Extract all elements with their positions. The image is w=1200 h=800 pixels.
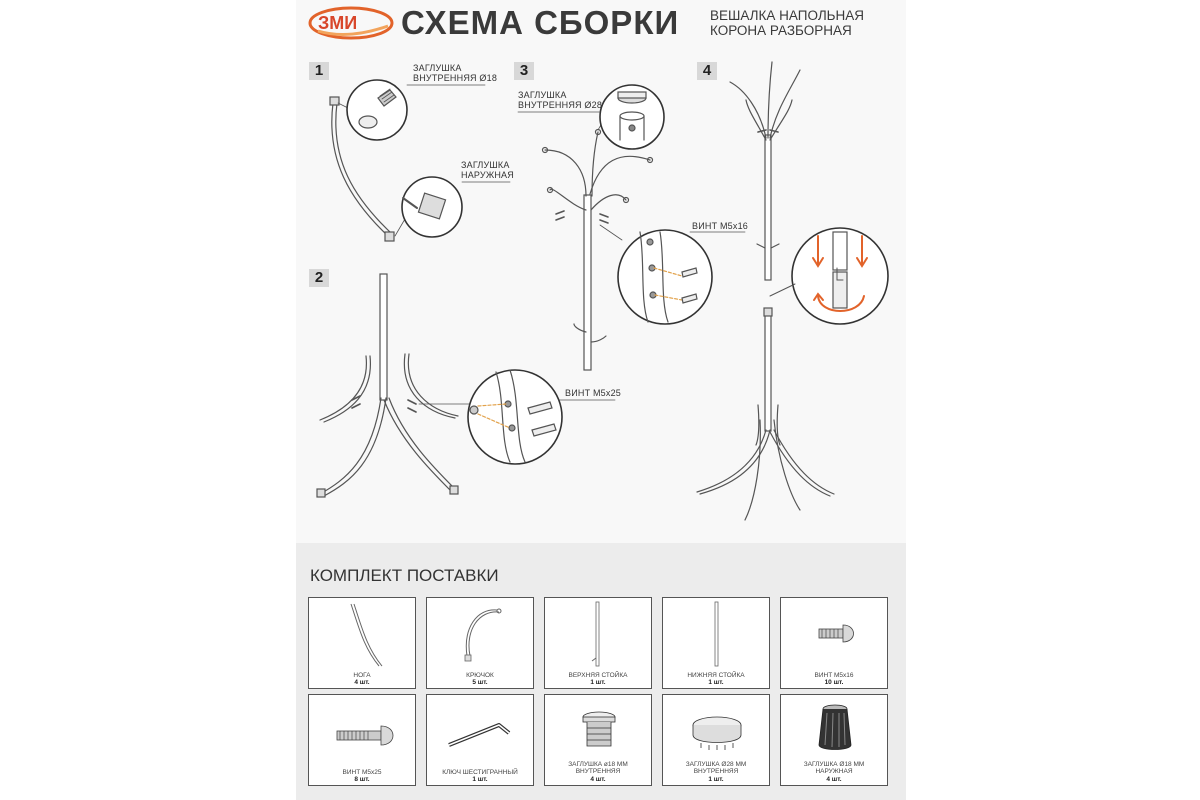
kit-item-qty: 4 шт. (826, 776, 842, 783)
kit-item-qty: 5 шт. (472, 679, 488, 686)
step-2-badge: 2 (309, 269, 329, 287)
brand-logo: ЗМИ (308, 6, 394, 40)
kit-item-inner-plug-28: ЗАГЛУШКА Ø28 ММ ВНУТРЕННЯЯ 1 шт. (662, 694, 770, 786)
assembly-diagram (316, 61, 889, 521)
step1-inner-plug-label-b: ВНУТРЕННЯЯ Ø18 (413, 73, 498, 83)
step2-screw-label: ВИНТ M5х25 (565, 388, 621, 398)
kit-item-qty: 10 шт. (824, 679, 844, 686)
step3-plug-label-a: ЗАГЛУШКА (518, 90, 567, 100)
kit-item-upper-post: ВЕРХНЯЯ СТОЙКА 1 шт. (544, 597, 652, 689)
kit-title: КОМПЛЕКТ ПОСТАВКИ (310, 566, 499, 585)
kit-item-name-2: ВНУТРЕННЯЯ (575, 768, 621, 775)
kit-item-name: НИЖНЯЯ СТОЙКА (687, 672, 745, 679)
kit-item-screw-m5x25: ВИНТ M5х25 8 шт. (308, 694, 416, 786)
kit-item-name: ВЕРХНЯЯ СТОЙКА (568, 672, 628, 679)
kit-item-hook: КРЮЧОК 5 шт. (426, 597, 534, 689)
kit-item-name: ВИНТ M5х25 (342, 769, 382, 776)
kit-item-qty: 4 шт. (354, 679, 370, 686)
step-3-badge: 3 (514, 62, 534, 80)
step-4-badge: 4 (697, 62, 717, 80)
step3-plug-label-b: ВНУТРЕННЯЯ Ø28 (518, 100, 603, 110)
kit-item-leg: НОГА 4 шт. (308, 597, 416, 689)
kit-item-screw-m5x16: ВИНТ M5х16 10 шт. (780, 597, 888, 689)
kit-item-qty: 1 шт. (590, 679, 606, 686)
kit-item-name: ВИНТ M5х16 (814, 672, 854, 679)
kit-item-qty: 1 шт. (708, 776, 724, 783)
kit-item-name: ЗАГЛУШКА Ø18 ММ (803, 761, 865, 768)
kit-item-name: КЛЮЧ ШЕСТИГРАННЫЙ (442, 769, 518, 776)
page-subtitle: ВЕШАЛКА НАПОЛЬНАЯ КОРОНА РАЗБОРНАЯ (710, 8, 864, 38)
hook-icon (464, 608, 502, 662)
kit-item-name: НОГА (353, 672, 371, 679)
step4-assembly-drawing (696, 61, 835, 521)
step3-screw-label: ВИНТ M5х16 (692, 221, 748, 231)
step3-inner-plug-callout (517, 84, 665, 150)
kit-item-name: КРЮЧОК (466, 672, 494, 679)
page-title: СХЕМА СБОРКИ (401, 4, 680, 41)
step-1-badge: 1 (309, 62, 329, 80)
kit-item-name-2: НАРУЖНАЯ (815, 768, 853, 775)
logo-text: ЗМИ (318, 13, 357, 33)
kit-item-qty: 4 шт. (590, 776, 606, 783)
kit-item-hex-key: КЛЮЧ ШЕСТИГРАННЫЙ 1 шт. (426, 694, 534, 786)
step3-screw-callout (617, 229, 746, 325)
step3-upper-post-drawing (541, 117, 654, 371)
lower-post-icon (714, 601, 719, 667)
step1-outer-plug-label-a: ЗАГЛУШКА (461, 160, 510, 170)
step1-outer-plug-callout (401, 176, 511, 238)
kit-item-outer-plug-18: ЗАГЛУШКА Ø18 ММ НАРУЖНАЯ 4 шт. (780, 694, 888, 786)
step4-twist-callout (769, 227, 889, 325)
upper-post-icon (591, 601, 600, 667)
step2-base-drawing (316, 273, 471, 498)
kit-item-qty: 1 шт. (708, 679, 724, 686)
leg-icon (350, 603, 383, 667)
kit-item-name-2: ВНУТРЕННЯЯ (693, 768, 739, 775)
inner-plug-28-icon (692, 716, 742, 750)
step2-screw-callout (467, 369, 616, 465)
subtitle-line-1: ВЕШАЛКА НАПОЛЬНАЯ (710, 8, 865, 23)
kit-item-lower-post: НИЖНЯЯ СТОЙКА 1 шт. (662, 597, 770, 689)
kit-item-qty: 8 шт. (354, 776, 370, 783)
step1-outer-plug-label-b: НАРУЖНАЯ (461, 170, 514, 180)
subtitle-line-2: КОРОНА РАЗБОРНАЯ (710, 23, 852, 38)
step1-inner-plug-callout (346, 79, 486, 141)
kit-item-inner-plug-18: ЗАГЛУШКА ø18 ММ ВНУТРЕННЯЯ 4 шт. (544, 694, 652, 786)
kit-item-name: ЗАГЛУШКА Ø28 ММ (685, 761, 747, 768)
short-screw-icon (818, 624, 854, 643)
kit-item-qty: 1 шт. (472, 776, 488, 783)
long-screw-icon (336, 725, 394, 746)
outer-plug-18-icon (818, 704, 852, 750)
kit-item-name: ЗАГЛУШКА ø18 ММ (568, 761, 628, 768)
step1-inner-plug-label-a: ЗАГЛУШКА (413, 63, 462, 73)
hex-key-icon (448, 723, 511, 747)
inner-plug-18-icon (582, 711, 616, 747)
